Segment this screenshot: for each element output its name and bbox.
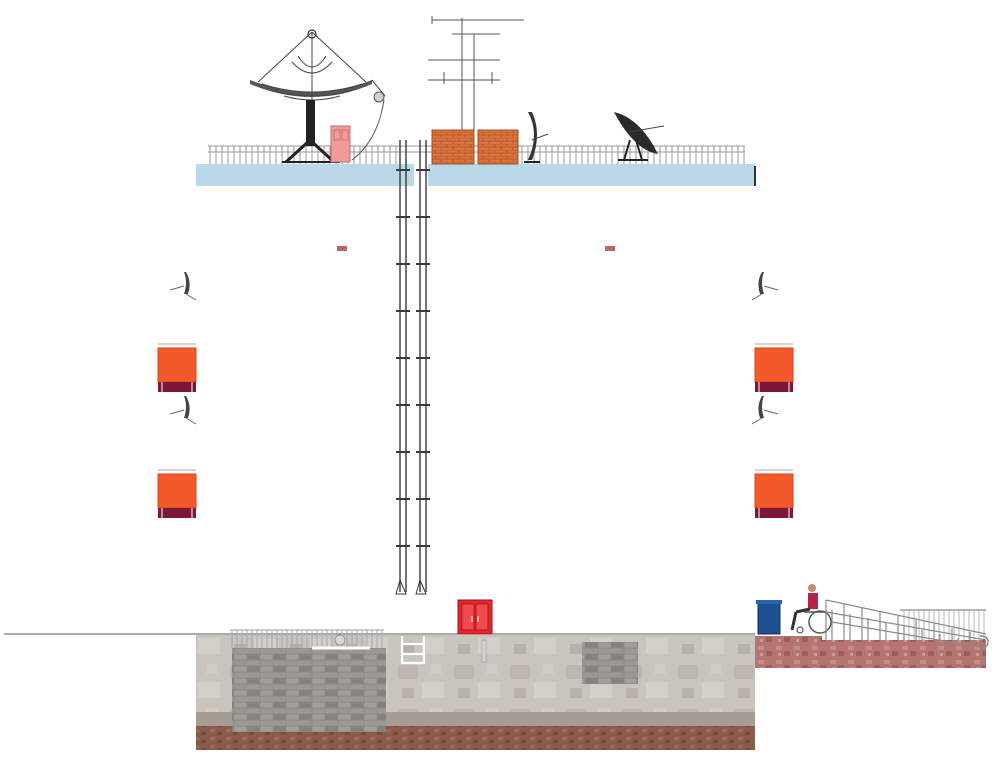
wall-vent-left — [337, 246, 347, 251]
ac-base — [158, 508, 196, 518]
satellite-dish-icon — [169, 396, 197, 425]
dish-reflector — [758, 272, 764, 294]
dish-bracket — [185, 293, 197, 301]
dish-bracket — [751, 293, 763, 301]
satellite-dish-small-right — [614, 112, 665, 161]
ac-body — [157, 473, 197, 509]
ladder-icon — [395, 140, 430, 595]
air-conditioner-icon — [754, 469, 794, 518]
wall-vent-right — [605, 246, 615, 251]
roof-slab-left — [196, 164, 414, 186]
wheelchair-icon — [790, 584, 832, 634]
ac-base — [158, 382, 196, 392]
satellite-dish-icon — [169, 272, 197, 301]
ac-base — [755, 382, 793, 392]
satellite-dish-icon — [751, 396, 779, 425]
dish-reflector — [758, 396, 764, 418]
drain-pipe — [481, 639, 487, 663]
roof-level — [196, 16, 756, 186]
large-satellite-dish-icon — [250, 29, 386, 164]
air-conditioner-icon — [754, 343, 794, 392]
dish-arm — [169, 285, 185, 291]
basement-window — [582, 642, 638, 684]
ladder-foot — [415, 578, 427, 595]
handrail-mid — [825, 611, 987, 641]
handrail-end — [979, 635, 989, 649]
dish-arm — [763, 285, 779, 291]
handrail-icon — [825, 599, 989, 649]
antenna-icon — [428, 16, 524, 132]
aircon-units — [157, 343, 794, 518]
dish-bracket — [751, 417, 763, 425]
satellite-dish-icon — [751, 272, 779, 301]
dish-bracket — [185, 417, 197, 425]
air-conditioner-icon — [157, 343, 197, 392]
facade — [157, 140, 794, 595]
double-door-icon — [457, 599, 493, 635]
bin-icon — [756, 600, 782, 635]
basement-step-ladder — [400, 636, 426, 665]
satellite-dish-small-left — [524, 112, 549, 163]
ramp-slab — [755, 636, 986, 668]
ac-body — [754, 473, 794, 509]
dish-reflector — [184, 272, 190, 294]
ground-level — [4, 584, 989, 750]
ladder-foot — [395, 578, 407, 595]
grate-icon — [230, 629, 386, 732]
ac-base — [755, 508, 793, 518]
dish-arm — [169, 409, 185, 415]
brick-wall-icon — [431, 129, 519, 165]
roof-slab-right — [428, 164, 755, 186]
air-conditioner-icon — [157, 469, 197, 518]
dish-arm — [763, 409, 779, 415]
roof-access-door — [330, 125, 351, 163]
wall-dishes — [169, 272, 779, 425]
ac-body — [754, 347, 794, 383]
dish-reflector — [184, 396, 190, 418]
ac-body — [157, 347, 197, 383]
handrail-top — [825, 599, 987, 635]
